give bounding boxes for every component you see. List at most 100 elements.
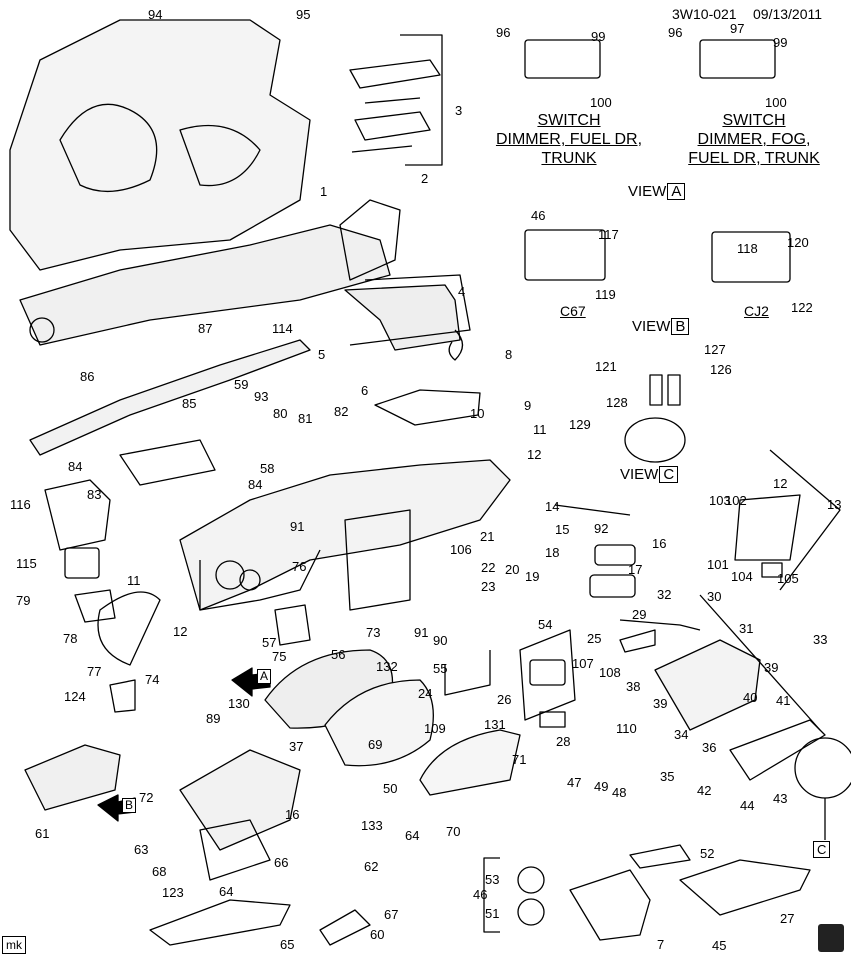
- arrow-b-marker: B: [122, 798, 137, 813]
- initials-tag: mk: [2, 936, 26, 954]
- part-number-label: 82: [334, 404, 349, 419]
- part-number-label: 123: [162, 885, 184, 900]
- part-number-label: 48: [612, 785, 627, 800]
- part-number-label: 14: [545, 499, 560, 514]
- bezel-shape: [374, 389, 481, 426]
- part-number-label: 11: [533, 422, 547, 437]
- part-number-label: 102: [725, 493, 747, 508]
- part-number-label: 31: [739, 621, 754, 636]
- dash-panel-shape: [9, 19, 311, 271]
- part-number-label: 66: [274, 855, 289, 870]
- part-number-label: 28: [556, 734, 571, 749]
- part-number-label: 32: [657, 587, 672, 602]
- part-number-label: 1: [320, 184, 328, 199]
- part-number-label: 110: [616, 721, 637, 736]
- part-number-label: 56: [331, 647, 346, 662]
- part-number-label: 89: [206, 711, 221, 726]
- part-number-label: 38: [626, 679, 641, 694]
- mat-7-shape: [629, 844, 691, 869]
- airbag-wire-shape: [448, 329, 464, 361]
- part-number-label: 133: [361, 818, 383, 833]
- part-number-label: 129: [569, 417, 591, 432]
- part-number-label: 86: [80, 369, 95, 384]
- part-number-label: 58: [260, 461, 275, 476]
- part-number-label: 65: [280, 937, 295, 952]
- part-number-label: 99: [773, 35, 788, 50]
- part-number-label: 36: [702, 740, 717, 755]
- part-number-label: 106: [450, 542, 472, 557]
- cross-beam-hole: [29, 317, 55, 343]
- part-number-label: 64: [219, 884, 234, 899]
- part-number-label: 12: [173, 624, 188, 639]
- part-number-label: 105: [777, 571, 799, 586]
- part-number-label: 62: [364, 859, 379, 874]
- part-number-label: 29: [632, 607, 647, 622]
- part-number-label: 2: [421, 171, 429, 186]
- part-number-label: 116: [10, 497, 31, 512]
- part-number-label: 71: [512, 752, 527, 767]
- part-number-label: 132: [376, 659, 398, 674]
- switch-78-shape: [74, 589, 116, 623]
- part-number-label: 52: [700, 846, 715, 861]
- part-number-label: 5: [318, 347, 326, 362]
- part-number-label: 15: [555, 522, 570, 537]
- part-number-label: 12: [527, 447, 542, 462]
- bracket-83-shape: [119, 439, 216, 486]
- part-number-label: 51: [485, 906, 500, 921]
- part-number-label: 22: [481, 560, 496, 575]
- panel-27-shape: [569, 869, 651, 941]
- instrument-panel-shape: [344, 509, 411, 611]
- part-number-label: 73: [366, 625, 381, 640]
- part-number-label: 19: [525, 569, 540, 584]
- panel-71-shape: [419, 729, 521, 796]
- part-number-label: 101: [707, 557, 729, 572]
- part-number-label: 80: [273, 406, 288, 421]
- caption-switch-1: SWITCH DIMMER, FUEL DR, TRUNK: [488, 111, 650, 168]
- caption-line: SWITCH: [537, 112, 601, 129]
- part-number-label: 45: [712, 938, 727, 953]
- part-number-label: 30: [707, 589, 722, 604]
- part-number-label: 93: [254, 389, 269, 404]
- part-number-label: 33: [813, 632, 828, 647]
- bracket-124-shape: [109, 679, 136, 713]
- part-number-label: 61: [35, 826, 50, 841]
- part-number-label: 104: [731, 569, 753, 584]
- part-number-label: 121: [595, 359, 617, 374]
- caption-line: DIMMER, FUEL DR,: [495, 131, 643, 148]
- bracket-116-shape: [44, 479, 111, 551]
- part-number-label: 124: [64, 689, 86, 704]
- part-number-label: 96: [496, 25, 511, 40]
- part-number-label: 100: [590, 95, 612, 110]
- part-number-label: 76: [292, 559, 307, 574]
- caption-line: TRUNK: [541, 150, 597, 167]
- part-number-label: 12: [773, 476, 788, 491]
- part-number-label: 91: [290, 519, 305, 534]
- part-number-label: 55: [433, 661, 448, 676]
- part-number-label: 13: [827, 497, 842, 512]
- part-number-label: 119: [595, 287, 616, 302]
- part-number-label: 11: [127, 573, 141, 588]
- part-number-label: 81: [298, 411, 313, 426]
- trim-strip-shape: [349, 59, 441, 89]
- switch-a1-shape: [524, 39, 601, 79]
- part-number-label: 37: [289, 739, 304, 754]
- part-number-label: 43: [773, 791, 788, 806]
- part-number-label: 107: [572, 656, 594, 671]
- part-number-label: 18: [545, 545, 560, 560]
- part-number-label: 27: [780, 911, 795, 926]
- part-number-label: 25: [587, 631, 602, 646]
- part-number-label: 6: [361, 383, 369, 398]
- part-number-label: 50: [383, 781, 398, 796]
- part-number-label: 109: [424, 721, 446, 736]
- part-number-label: 44: [740, 798, 755, 813]
- part-number-label: 16: [285, 807, 300, 822]
- part-number-label: 70: [446, 824, 461, 839]
- part-number-label: 130: [228, 696, 250, 711]
- panel-67-shape: [199, 819, 271, 881]
- part-number-label: 39: [653, 696, 668, 711]
- panel-65-shape: [149, 899, 291, 946]
